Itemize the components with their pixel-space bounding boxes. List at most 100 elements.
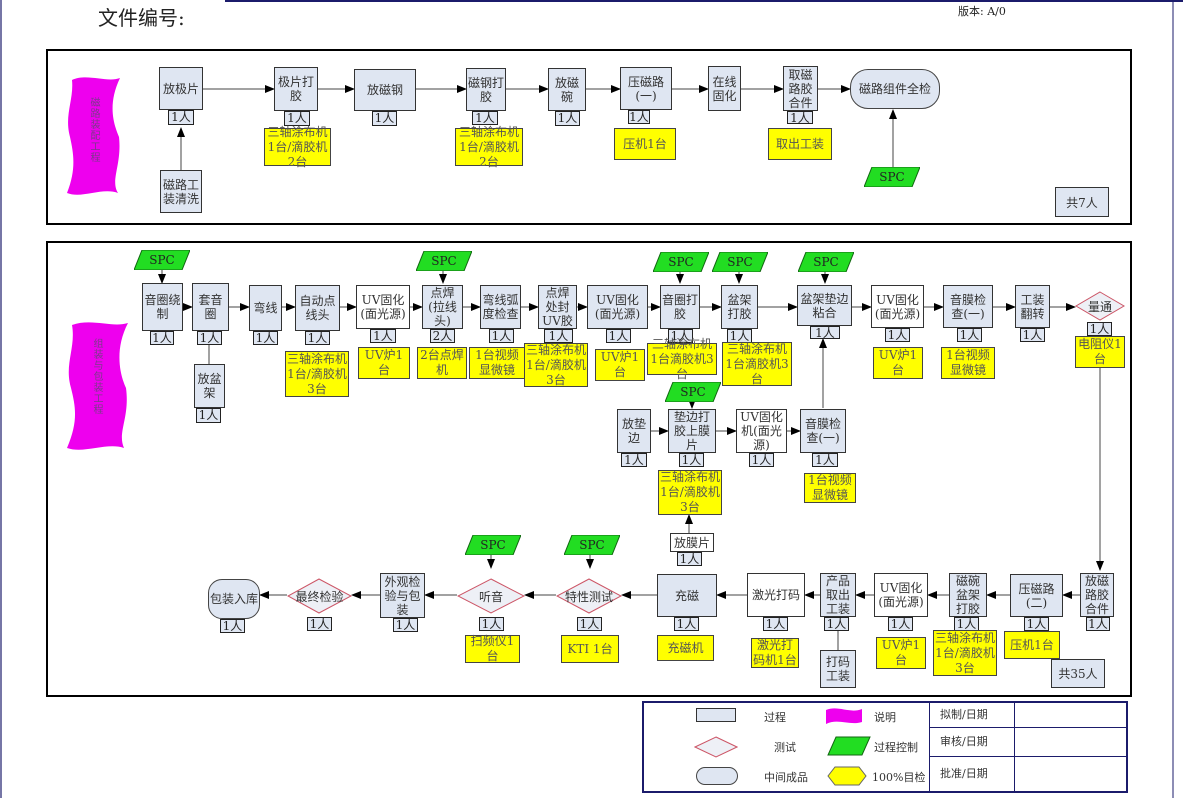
step-box[interactable]: 极片打胶 [274, 67, 318, 111]
intermediate-product-box[interactable]: 磁路组件全检 [850, 69, 940, 109]
test-label: 最终检验 [295, 589, 344, 604]
people-count: 1人 [168, 110, 194, 125]
legend-divider [929, 756, 1128, 757]
test-diamond[interactable]: 量通 [1075, 291, 1125, 321]
step-box[interactable]: UV固化机(面光源) [736, 409, 787, 453]
test-shape-icon [694, 736, 738, 758]
parallelogram-icon [712, 252, 768, 272]
step-box[interactable]: UV固化(面光源) [356, 285, 410, 329]
step-box[interactable]: 工装翻转 [1015, 285, 1050, 328]
test-diamond[interactable]: 特性测试 [556, 578, 622, 614]
equipment-note: UV炉1台 [358, 347, 410, 379]
approved-date-label: 批准/日期 [940, 767, 988, 780]
legend-divider [929, 703, 930, 791]
people-count: 1人 [727, 329, 752, 343]
people-count: 1人 [220, 619, 245, 633]
banner-magnetic-assembly: 磁路装配工程 [62, 75, 122, 197]
step-box[interactable]: 弯线弧度检查 [480, 285, 521, 329]
step-box[interactable]: 音圈打胶 [660, 285, 700, 329]
banner-shape-icon [67, 77, 120, 195]
step-box[interactable]: 套音圈 [192, 283, 229, 331]
drafted-date-field[interactable] [1016, 704, 1126, 726]
step-box[interactable]: 弯线 [249, 285, 282, 331]
step-box[interactable]: 自动点线头 [295, 285, 340, 331]
diamond-icon [457, 578, 525, 614]
spc-control[interactable]: SPC [134, 250, 190, 270]
feeder-box[interactable]: 打码工装 [820, 650, 856, 688]
banner-text: 磁路装配工程 [88, 97, 99, 163]
equipment-note: 三轴涂布机1台/滴胶机3台 [524, 342, 588, 387]
equipment-note: 压机1台 [614, 128, 676, 160]
diamond-icon [287, 578, 352, 614]
reviewed-date-field[interactable] [1016, 729, 1126, 755]
feeder-box[interactable]: 放盆架 [194, 364, 225, 408]
total-people: 共35人 [1051, 659, 1105, 688]
step-box[interactable]: 放磁钢 [354, 69, 416, 111]
equipment-note: UV炉1台 [595, 349, 645, 381]
people-count: 1人 [479, 617, 504, 631]
spc-control[interactable]: SPC [712, 252, 768, 272]
parallelogram-icon [416, 251, 472, 271]
step-box[interactable]: 放极片 [159, 67, 203, 110]
step-box[interactable]: UV固化(面光源) [871, 285, 924, 328]
step-box[interactable]: 取磁路胶合件 [783, 66, 818, 111]
step-box[interactable]: 放垫边 [617, 409, 651, 453]
people-count: 1人 [1024, 617, 1049, 631]
step-box[interactable]: 音膜检查(一) [943, 285, 993, 328]
people-count: 1人 [1087, 322, 1112, 336]
step-box[interactable]: UV固化(面光源) [874, 573, 928, 617]
test-diamond[interactable]: 最终检验 [287, 578, 352, 614]
people-count: 1人 [150, 331, 174, 345]
step-box[interactable]: 音膜检查(一) [800, 409, 846, 453]
step-box[interactable]: 产品取出工装 [820, 573, 856, 617]
equipment-note: 电阻仪1台 [1075, 336, 1125, 368]
inspection-shape-icon [827, 766, 867, 786]
feeder-box[interactable]: 磁路工装清洗 [160, 170, 202, 213]
spc-control[interactable]: SPC [864, 167, 920, 187]
people-count: 1人 [555, 111, 580, 126]
step-box[interactable]: 垫边打胶上膜片 [668, 409, 716, 453]
step-box[interactable]: 压磁路(一) [620, 67, 672, 110]
people-count: 1人 [749, 453, 774, 467]
step-box[interactable]: 压磁路(二) [1010, 574, 1063, 617]
step-box[interactable]: 点焊(拉线头) [422, 285, 463, 329]
version-label: 版本: A/0 [958, 5, 1006, 18]
step-box[interactable]: 音圈绕制 [142, 283, 183, 331]
people-count: 1人 [577, 617, 602, 631]
banner-assembly-packaging: 组装与包装工程 [62, 320, 130, 452]
step-box[interactable]: 在线固化 [708, 66, 741, 111]
step-box[interactable]: 外观检验与包装 [380, 573, 425, 618]
test-diamond[interactable]: 听音 [457, 578, 525, 614]
people-count: 1人 [307, 617, 332, 631]
people-count: 1人 [372, 111, 397, 126]
step-box[interactable]: 放磁路胶合件 [1080, 573, 1114, 617]
step-box[interactable]: 激光打码 [747, 573, 805, 617]
equipment-note: 三轴涂布机1台/滴胶机2台 [455, 125, 523, 169]
spc-control[interactable]: SPC [665, 382, 721, 402]
step-box[interactable]: 磁钢打胶 [466, 68, 506, 111]
file-number-label: 文件编号: [98, 6, 185, 30]
spc-control[interactable]: SPC [465, 535, 521, 555]
spc-control[interactable]: SPC [798, 252, 854, 272]
legend-panel: 过程 说明 测试 过程控制 中间成品 100%目检 拟制/日期 审核/日期 批准… [642, 701, 1128, 793]
step-box[interactable]: UV固化(面光源) [587, 285, 648, 329]
feeder-box[interactable]: 放膜片 [670, 533, 714, 552]
intermediate-product-box[interactable]: 包装入库 [208, 579, 260, 619]
spc-label: SPC [813, 255, 839, 269]
legend-intermediate-label: 中间成品 [764, 771, 808, 784]
spc-label: SPC [727, 255, 753, 269]
approved-date-field[interactable] [1016, 758, 1126, 789]
people-count: 1人 [957, 328, 982, 342]
step-box[interactable]: 磁碗盆架打胶 [949, 573, 987, 617]
step-box[interactable]: 盆架打胶 [721, 285, 758, 329]
spc-control[interactable]: SPC [416, 251, 472, 271]
step-box[interactable]: 点焊处封UV胶 [538, 285, 577, 329]
parallelogram-icon [564, 535, 620, 555]
spc-control[interactable]: SPC [653, 252, 709, 272]
parallelogram-icon [665, 382, 721, 402]
step-box[interactable]: 放磁碗 [548, 68, 586, 111]
step-box[interactable]: 充磁 [657, 574, 717, 617]
step-box[interactable]: 盆架垫边粘合 [797, 285, 852, 326]
people-count: 2人 [430, 329, 455, 343]
spc-control[interactable]: SPC [564, 535, 620, 555]
